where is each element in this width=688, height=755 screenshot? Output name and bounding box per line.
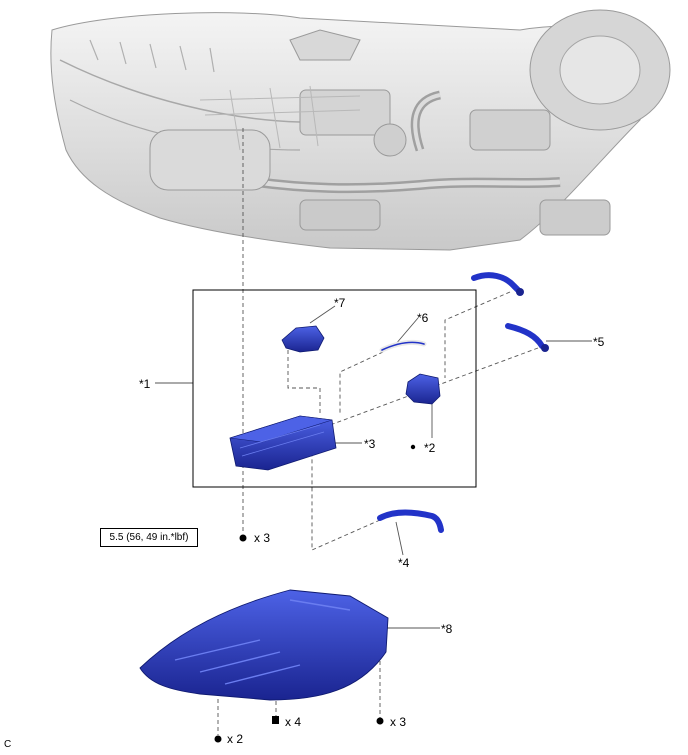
nut-canister bbox=[239, 534, 247, 542]
under-cover-part-8 bbox=[139, 589, 389, 701]
bolt-center bbox=[272, 716, 279, 724]
qty-nuts-canister: x 3 bbox=[254, 531, 271, 545]
parts bbox=[139, 272, 549, 743]
qty-nuts-right: x 3 bbox=[390, 715, 407, 729]
torque-spec-box: 5.5 (56, 49 in.*lbf) bbox=[100, 528, 198, 547]
callout-3: *3 bbox=[364, 437, 376, 451]
callout-2: *2 bbox=[424, 441, 436, 455]
callout-6: *6 bbox=[417, 311, 429, 325]
bracket-part-7 bbox=[281, 325, 325, 353]
clip-left bbox=[214, 735, 222, 743]
callout-1: *1 bbox=[139, 377, 151, 391]
valve-part-2 bbox=[405, 373, 441, 405]
callout-7: *7 bbox=[334, 296, 346, 310]
canister-assembly-frame bbox=[192, 289, 477, 488]
figure-code: C bbox=[4, 739, 12, 750]
qty-bolts-center: x 4 bbox=[285, 715, 302, 729]
qty-clips-left: x 2 bbox=[227, 732, 244, 746]
hose-part-5 bbox=[505, 323, 545, 349]
callout-4: *4 bbox=[398, 556, 410, 570]
hose-top bbox=[471, 272, 523, 295]
nut-right bbox=[376, 717, 384, 725]
callout-5: *5 bbox=[593, 335, 605, 349]
callout-8: *8 bbox=[441, 622, 453, 636]
hose-part-4 bbox=[377, 509, 444, 533]
vehicle-underbody-illustration bbox=[50, 9, 671, 251]
